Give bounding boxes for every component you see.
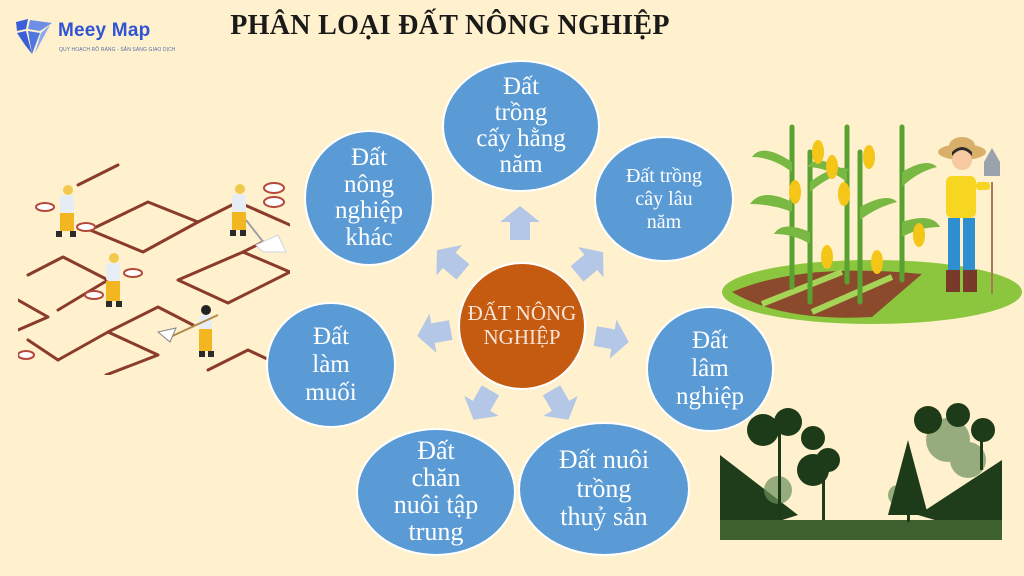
bubble-text-line: cấy hằng (476, 125, 566, 152)
bubble-annual-crops: Đất trồng cấy hằng năm (442, 60, 600, 192)
bubble-text-line: trồng (576, 473, 632, 503)
logo-mark-icon (16, 19, 52, 54)
bubble-livestock: Đất chăn nuôi tập trung (356, 428, 516, 556)
logo-tagline: QUY HOẠCH RÕ RÀNG - SẴN SÀNG GIAO DỊCH (59, 47, 176, 53)
bubble-text-line: cây lâu (635, 187, 693, 210)
bubble-text-line: Đất (691, 327, 729, 354)
bubble-text-line: Đất (502, 72, 540, 100)
page-title: PHÂN LOẠI ĐẤT NÔNG NGHIỆP (230, 10, 670, 41)
bubble-text-line: năm (499, 151, 543, 179)
bubble-text-line: Đất (350, 144, 388, 171)
arrow-left-icon (417, 313, 453, 353)
arrow-down-left-icon (464, 385, 500, 420)
bubble-salt-making: Đất làm muối (266, 302, 396, 428)
bubble-text-line: nghiệp (675, 383, 745, 410)
arrow-up-right-icon (570, 247, 604, 282)
bubble-text-line: nông (343, 170, 394, 198)
forest-hills-illustration (720, 403, 1002, 540)
bubble-text-line: lâm (691, 355, 729, 382)
bubble-text-line: Đất (417, 436, 455, 466)
bubble-text-line: nghiệp (334, 197, 404, 224)
bubble-text-line: khác (345, 223, 393, 251)
center-line-1: ĐẤT (467, 301, 511, 326)
bubble-text-line: năm (646, 210, 682, 233)
arrow-up-left-icon (436, 245, 470, 280)
logo-name: Meey Map (58, 20, 151, 41)
corn-farmer-illustration (722, 124, 1022, 324)
bubble-text-line: trồng (494, 98, 548, 126)
bubble-other-agricultural: Đất nông nghiệp khác (304, 130, 434, 266)
bubble-text-line: Đất (312, 323, 350, 350)
bubble-text-line: trung (408, 516, 464, 546)
meey-map-logo[interactable]: Meey Map QUY HOẠCH RÕ RÀNG - SẴN SÀNG GI… (14, 16, 184, 60)
bubble-text-line: Đất trồng (625, 164, 703, 187)
bubble-forestry: Đất lâm nghiệp (646, 306, 774, 432)
bubble-text-line: chăn (411, 463, 461, 493)
bubble-text-line: Đất nuôi (558, 445, 650, 475)
center-line-3: NGHIỆP (483, 325, 561, 349)
center-node-agricultural-land: ĐẤT NÔNG NGHIỆP (458, 262, 586, 390)
center-line-2: NÔNG (515, 301, 577, 326)
arrow-up-icon (500, 206, 540, 240)
arrow-right-icon (593, 319, 629, 359)
bubble-text-line: muối (305, 379, 357, 406)
bubble-aquaculture: Đất nuôi trồng thuỷ sản (518, 422, 690, 556)
bubble-perennial-crops: Đất trồng cây lâu năm (594, 136, 734, 262)
salt-field-workers-illustration (18, 163, 290, 375)
arrow-down-right-icon (542, 385, 578, 420)
bubble-text-line: thuỷ sản (560, 502, 648, 532)
bubble-text-line: nuôi tập (393, 490, 479, 519)
bubble-text-line: làm (312, 351, 350, 378)
